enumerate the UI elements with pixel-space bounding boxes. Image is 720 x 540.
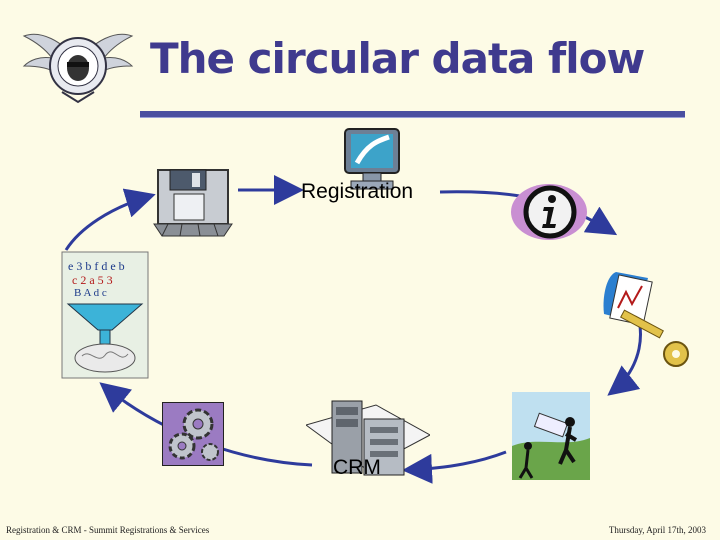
svg-text:e 3 b f d e b: e 3 b f d e b xyxy=(68,259,125,273)
page-title: The circular data flow xyxy=(150,34,645,83)
svg-text:c 2 a 5 3: c 2 a 5 3 xyxy=(72,273,113,287)
crm-label: CRM xyxy=(333,456,381,479)
info-icon xyxy=(511,184,587,240)
data-funnel-brain-icon: e 3 b f d e b c 2 a 5 3 B A d c xyxy=(61,251,149,379)
title-divider xyxy=(140,111,685,118)
organization-logo xyxy=(22,33,134,104)
server-computer-icon xyxy=(306,400,430,476)
footer-date: Thursday, April 17th, 2003 xyxy=(608,525,706,535)
registration-label: Registration xyxy=(301,180,414,203)
footer-left: Registration & CRM - Summit Registration… xyxy=(6,525,210,535)
document-key-icon xyxy=(603,272,689,367)
svg-text:B A d c: B A d c xyxy=(74,287,107,299)
storage-building-icon xyxy=(153,169,233,237)
gears-icon xyxy=(162,402,224,466)
computer-monitor-icon xyxy=(344,128,400,190)
signpost-people-icon xyxy=(512,392,590,480)
